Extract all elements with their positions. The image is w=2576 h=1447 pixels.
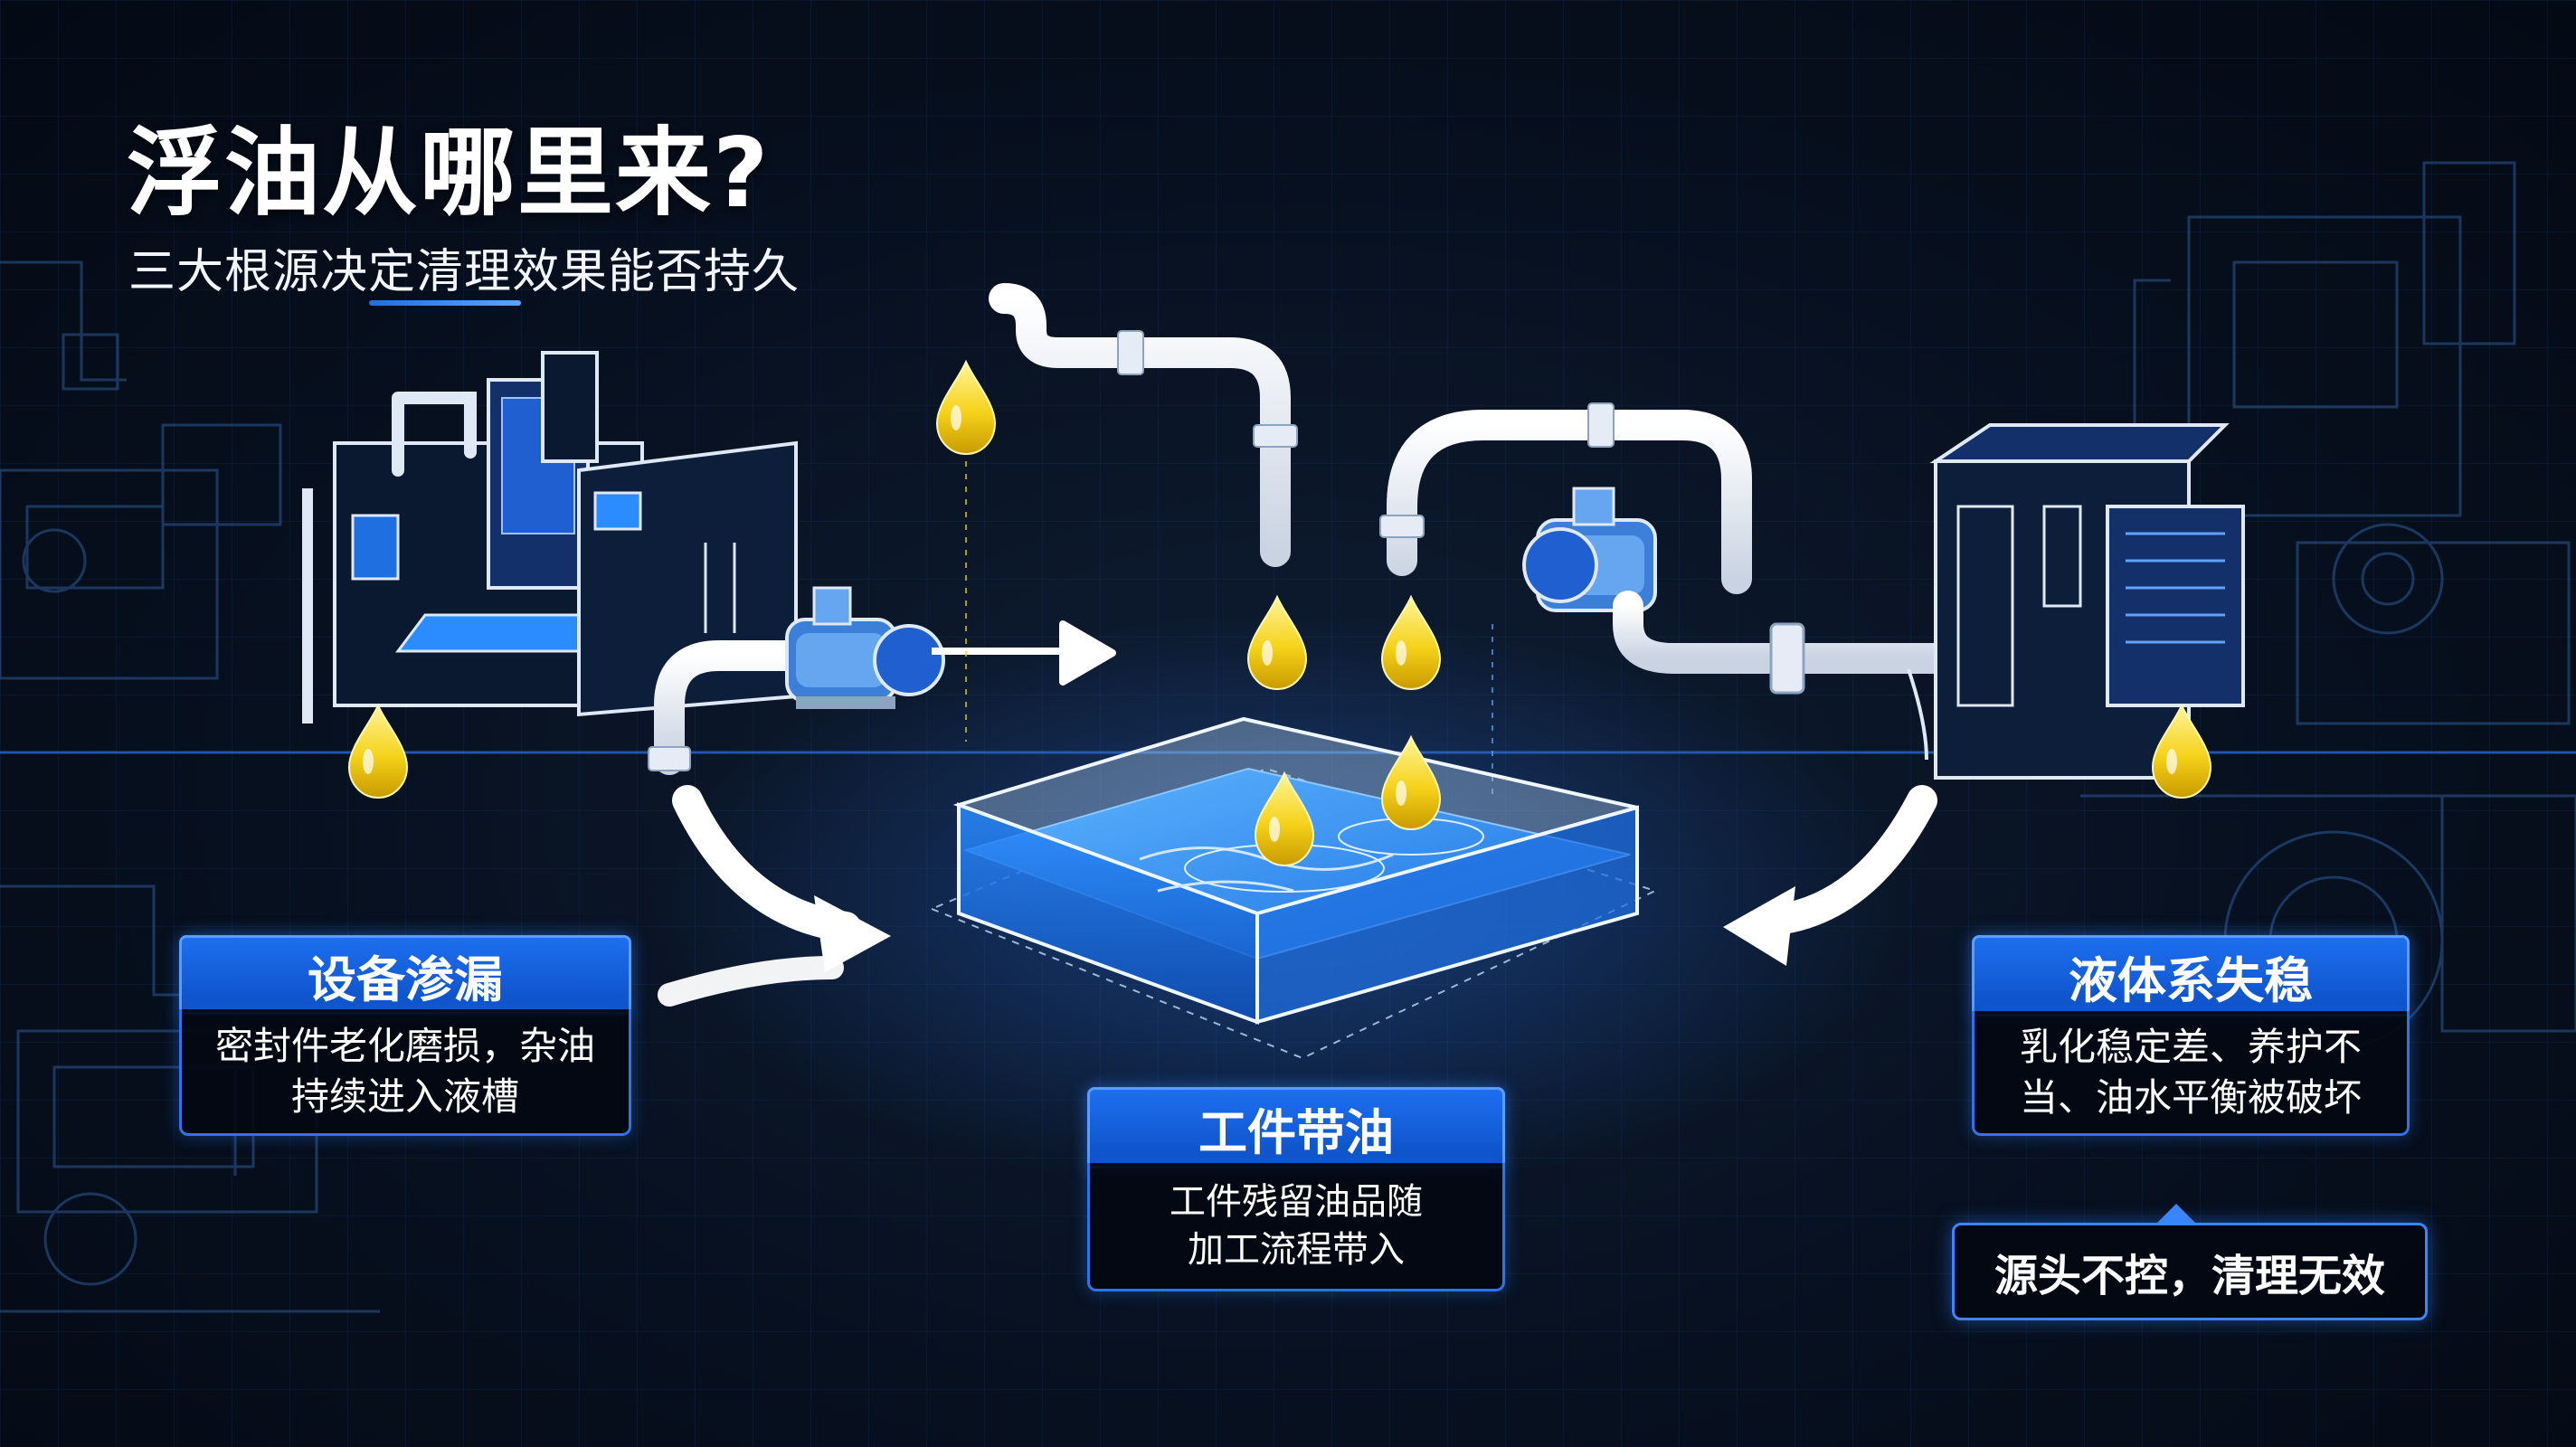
pipe-left <box>648 640 811 775</box>
coolant-tank-icon <box>929 716 1658 1060</box>
flow-arrow-icon-right <box>1723 785 1937 966</box>
pipe-top-right <box>1379 402 1752 594</box>
source-card-title: 工件带油 <box>1087 1087 1505 1168</box>
source-card-fluid-instability: 液体系失稳 乳化稳定差、养护不 当、油水平衡被破坏 <box>1972 935 2410 1136</box>
source-card-description: 乳化稳定差、养护不 当、油水平衡被破坏 <box>1972 1011 2410 1136</box>
callout-pointer <box>2156 1204 2196 1224</box>
source-card-line: 工件残留油品随 <box>1170 1180 1423 1223</box>
source-card-description: 密封件老化磨损，杂油 持续进入液槽 <box>179 1009 631 1136</box>
source-card-description: 工件残留油品随 加工流程带入 <box>1087 1163 1505 1291</box>
source-card-workpiece-oil: 工件带油 工件残留油品随 加工流程带入 <box>1087 1087 1505 1291</box>
page-title: 浮油从哪里来? <box>127 118 771 229</box>
flow-arrow-icon-left <box>672 785 891 972</box>
source-card-title: 设备渗漏 <box>179 935 631 1015</box>
pump-icon-left <box>785 586 945 709</box>
source-card-line: 加工流程带入 <box>1188 1228 1405 1271</box>
pipe-top <box>989 283 1298 567</box>
subtitle-underline <box>369 300 521 306</box>
source-card-line: 乳化稳定差、养护不 <box>2019 1025 2362 1070</box>
flow-arrow-icon-bottom-left <box>658 956 844 1007</box>
cnc-machine-icon <box>302 351 798 724</box>
source-card-equipment-leak: 设备渗漏 密封件老化磨损，杂油 持续进入液槽 <box>179 935 631 1136</box>
pump-icon-right <box>1470 487 1657 612</box>
source-card-title: 液体系失稳 <box>1972 935 2410 1017</box>
flow-arrow-icon-top-left <box>932 620 1116 686</box>
source-card-line: 当、油水平衡被破坏 <box>2019 1074 2362 1120</box>
source-card-line: 密封件老化磨损，杂油 <box>214 1024 595 1069</box>
source-card-line: 持续进入液槽 <box>290 1073 519 1119</box>
filter-unit-icon <box>1929 423 2245 780</box>
conclusion-callout: 源头不控，清理无效 <box>1952 1223 2428 1320</box>
page-subtitle: 三大根源决定清理效果能否持久 <box>128 245 800 299</box>
